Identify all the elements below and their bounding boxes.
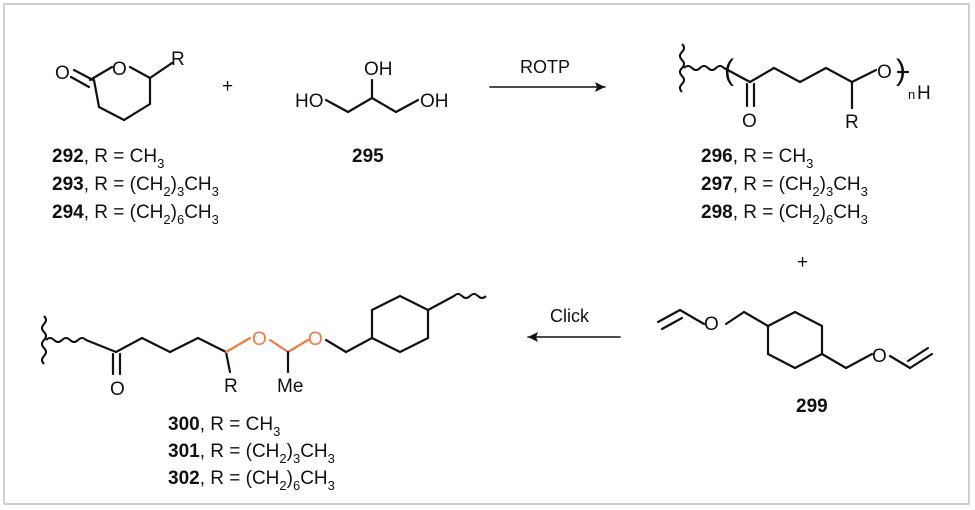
r-group: R [171, 49, 185, 70]
lactone-structure: O O R [55, 49, 185, 122]
acetal-methyl: Me [277, 376, 303, 397]
ether-oxygen-left: O [704, 314, 719, 335]
product-r-group: R [224, 376, 238, 397]
click-arrow: Click [527, 306, 621, 342]
click-label: Click [550, 306, 590, 326]
repeat-paren-open: ( [724, 54, 734, 87]
label-293: 293, R = (CH2)3CH3 [52, 174, 219, 199]
label-301: 301, R = (CH2)3CH3 [168, 441, 335, 466]
crosslinked-structure: O R O O Me [41, 293, 487, 400]
label-295: 295 [352, 146, 384, 167]
chain-end-hydrogen: H [917, 83, 931, 104]
product-carbonyl-oxygen: O [110, 379, 125, 400]
plus-sign: + [222, 76, 233, 97]
acetal-oxygen-1: O [252, 329, 267, 350]
label-302: 302, R = (CH2)6CH3 [168, 468, 335, 493]
acetal-oxygen-2: O [308, 329, 323, 350]
rotp-label: ROTP [520, 57, 570, 77]
polymer-structure: O O R ( ) n H [679, 43, 931, 133]
label-296: 296, R = CH3 [701, 146, 813, 171]
rotp-arrow: ROTP [489, 57, 606, 92]
hydroxyl-top: OH [364, 59, 393, 80]
ring-oxygen: O [112, 59, 127, 80]
polymer-ester-oxygen: O [877, 62, 892, 83]
hydroxyl-right: OH [420, 91, 449, 112]
label-294: 294, R = (CH2)6CH3 [52, 202, 219, 227]
ether-oxygen-right: O [872, 346, 887, 367]
label-292: 292, R = CH3 [52, 146, 164, 171]
polymer-carbonyl-oxygen: O [742, 111, 757, 132]
divinyl-ether-structure: O O [656, 308, 934, 370]
repeat-paren-close: ) [896, 54, 906, 87]
label-297: 297, R = (CH2)3CH3 [701, 174, 868, 199]
hydroxyl-left: HO [295, 91, 324, 112]
plus-sign-2: + [797, 252, 808, 273]
scheme-frame [3, 3, 970, 505]
label-299: 299 [796, 396, 828, 417]
label-298: 298, R = (CH2)6CH3 [701, 202, 868, 227]
carbonyl-oxygen: O [55, 63, 70, 84]
repeat-subscript: n [908, 87, 915, 102]
glycerol-structure: HO OH OH [295, 59, 449, 114]
polymer-r-group: R [845, 112, 859, 133]
label-300: 300, R = CH3 [168, 414, 280, 439]
